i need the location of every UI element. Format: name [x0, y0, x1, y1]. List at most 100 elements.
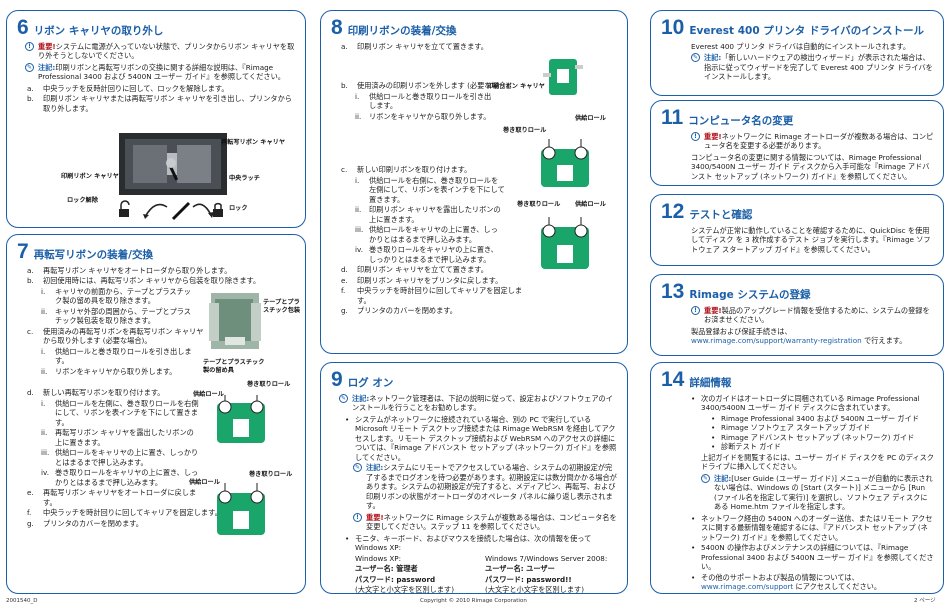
step-g: g.プリンタのカバーを閉めます。 [341, 306, 457, 316]
section-number: 6 [17, 16, 29, 39]
note-icon: ✎ [339, 393, 348, 403]
lock-unlock-illustration [119, 200, 223, 221]
note-icon: ✎ [25, 62, 34, 72]
note-icon: ✎ [691, 53, 700, 63]
step-c: c.使用済みの再転写リボンを再転写リボン キャリヤから取り外します (必要な場合… [27, 326, 204, 346]
section-number: 14 [661, 368, 685, 391]
label-supply: 供給ロール [575, 115, 606, 122]
print-carrier-rolls-illustration-2 [541, 217, 589, 269]
warranty-link[interactable]: www.rimage.com/support/warranty-registra… [691, 336, 862, 346]
carrier-rolls-illustration-2 [217, 483, 265, 535]
page-number: 2 ページ [914, 598, 936, 604]
step-b-ii: ii.リボンをキャリヤから取り外します。 [355, 111, 491, 121]
step-f: f.中央ラッチを時計回りに回してキャリアを固定します。 [27, 508, 222, 518]
guide-item: •診断テスト ガイド [711, 442, 781, 452]
section-title: ログ オン [347, 377, 394, 389]
copyright: Copyright © 2010 Rimage Corporation [420, 598, 527, 604]
section-title: 詳細情報 [689, 377, 732, 389]
printer-carrier-illustration [119, 133, 227, 195]
step-a: a.印刷リボン キャリヤを立てて置きます。 [341, 41, 488, 51]
step-b-i: i.供給ロールと巻き取りロールを引き出します。 [355, 91, 492, 111]
section-9: 9 ログ オン ✎ 注記:ネットワーク管理者は、下記の説明に従って、設定およびソ… [320, 362, 628, 594]
section-title: 印刷リボンの装着/交換 [347, 25, 457, 37]
print-carrier-rolls-illustration [541, 139, 589, 187]
section-number: 12 [661, 200, 685, 223]
info-note: ✎ 注記:[User Guide (ユーザー ガイド)] メニューが自動的に表示… [701, 473, 933, 512]
important-note: ! 重要!システムに電源が入っていない状態で、プリンタからリボン キャリヤを取り… [25, 41, 296, 61]
info-note: ✎ 注記:印刷リボンと再転写リボンの交換に関する詳細な説明は、『Rimage P… [25, 62, 285, 82]
section-title: Rimage システムの登録 [689, 289, 811, 301]
info-note: ✎ 注記:ネットワーク管理者は、下記の説明に従って、設定およびソフトウェアのイン… [339, 393, 613, 413]
section-title: リボン キャリヤの取り外し [33, 25, 164, 37]
section-11: 11 コンピュータ名の変更 ! 重要!ネットワークに Rimage オートローダ… [650, 100, 944, 186]
step-c-iv: iv.巻き取りロールをキャリヤの上に置き、しっかりとはまるまで押し込みます。 [355, 245, 498, 264]
doc-number: 2001540_D [6, 598, 38, 604]
info-note-2: ✎ 注記:システムにリモートでアクセスしている場合、システムの初期設定が完了する… [353, 463, 617, 511]
section-10: 10 Everest 400 プリンタ ドライバのインストール Everest … [650, 10, 944, 96]
step-b: b.初回使用時には、再転写リボン キャリヤから包装を取り除きます。 [27, 276, 261, 286]
bullet-support: •その他のサポートおよび製品の情報については、www.rimage.com/su… [691, 572, 882, 592]
step-e: e.再転写リボン キャリヤをオートローダに戻します。 [27, 488, 197, 507]
section-title: コンピュータ名の変更 [688, 115, 794, 127]
support-link[interactable]: www.rimage.com/support [701, 582, 794, 592]
section-title: 再転写リボンの装着/交換 [33, 249, 154, 261]
section-number: 10 [661, 16, 685, 39]
step-d-iii: iii.供給ロールをキャリヤの上に置き、しっかりとはまるまで押し込みます。 [41, 448, 199, 467]
warning-icon: ! [691, 131, 700, 141]
label-tape-wrap: テープとプラスチック包装 [263, 299, 301, 315]
section-title: Everest 400 プリンタ ドライバのインストール [689, 25, 925, 37]
step-a: a.中央ラッチを反時計回りに回して、ロックを解除します。 [27, 83, 229, 93]
bullet-guides: •次のガイドはオートローダに同梱されている Rimage Professiona… [691, 393, 920, 413]
important-note: ! 重要!ネットワークに Rimage オートローダが複数ある場合は、コンピュー… [691, 131, 934, 151]
label-takeup-2: 巻き取りロール [517, 201, 561, 208]
section-number: 9 [331, 368, 343, 391]
guide-item: •Rimage アドバンスト セットアップ (ネットワーク) ガイド [711, 432, 915, 442]
label-takeup-2: 巻き取りロール [249, 471, 293, 478]
step-e: e.印刷リボン キャリヤをプリンタに戻します。 [341, 275, 503, 285]
warning-icon: ! [25, 41, 34, 51]
label-supply-2: 供給ロール [189, 479, 220, 486]
step-d-i: i.供給ロールを左側に、巻き取りロールを右側にして、リボンを表インチを下にして置… [41, 398, 199, 427]
label-takeup: 巻き取りロール [247, 381, 291, 388]
label-print-carrier: 印刷リボン キャリヤ [487, 83, 545, 90]
section-number: 7 [17, 240, 29, 263]
step-c-i: i.供給ロールと巻き取りロールを引き出します。 [41, 346, 192, 366]
label-takeup: 巻き取りロール [503, 127, 547, 134]
section-number: 13 [661, 280, 685, 303]
bullet-maintenance: •5400N の操作およびメンテナンスの詳細については、『Rimage Prof… [691, 543, 934, 572]
step-c-i: i.供給ロールを右側に、巻き取りロールを左側にして、リボンを表インチを下にして置… [355, 175, 505, 204]
section-14: 14 詳細情報 •次のガイドはオートローダに同梱されている Rimage Pro… [650, 362, 944, 594]
warning-icon: ! [691, 305, 700, 315]
section-title: テストと確認 [689, 209, 753, 221]
carrier-rolls-illustration [217, 395, 265, 443]
section-7: 7 再転写リボンの装着/交換 a.再転写リボン キャリヤをオートローダから取り外… [6, 234, 306, 594]
step-b: b.印刷リボン キャリヤまたは再転写リボン キャリヤを引き出し、プリンタから取り… [27, 94, 292, 113]
step-b: b.使用済みの印刷リボンを外します (必要な場合)。 [341, 81, 516, 91]
bullet-network: •ネットワーク経由の 5400N へのオーダー送信、またはリモート アクセスに関… [691, 513, 933, 542]
label-supply: 供給ロール [193, 391, 224, 398]
retransfer-carrier-illustration [209, 293, 261, 349]
important-note: ! 重要!製品のアップグレード情報を受信するために、システムの登録をお済ませくだ… [691, 305, 934, 325]
label-print-carrier: 印刷リボン キャリヤ [61, 173, 119, 180]
guide-item: •Rimage Professional 3400 および 5400N ユーザー… [711, 413, 919, 423]
step-d: d.新しい再転写リボンを取り付けます。 [27, 388, 165, 398]
login-table: Windows XP: Windows 7/Windows Server 200… [355, 553, 608, 594]
note-icon: ✎ [353, 463, 362, 473]
step-d: d.印刷リボン キャリヤを立てて置きます。 [341, 265, 488, 275]
step-d-iv: iv.巻き取りロールをキャリヤの上に置き、しっかりとはまるまで押し込みます。 [41, 468, 199, 487]
step-c-ii: ii.リボンをキャリヤから取り外します。 [41, 366, 177, 376]
step-f: f.中央ラッチを時計回りに回してキャリアを固定します。 [341, 286, 523, 305]
note-icon: ✎ [701, 473, 710, 483]
section-number: 11 [661, 106, 684, 129]
step-c-iii: iii.供給ロールをキャリヤの上に置き、しっかりとはまるまで押し込みます。 [355, 225, 498, 244]
section-12: 12 テストと確認 システムが正常に動作していることを確認するために、Quick… [650, 194, 944, 266]
step-c-ii: ii.印刷リボン キャリヤを露出したリボンの上に置きます。 [355, 205, 501, 224]
important-note: ! 重要!ネットワークに Rimage システムが複数ある場合は、コンピュータ名… [353, 512, 618, 532]
section-6: 6 リボン キャリヤの取り外し ! 重要!システムに電源が入っていない状態で、プ… [6, 10, 306, 228]
label-center-latch: 中央ラッチ [229, 175, 260, 182]
section-number: 8 [331, 16, 343, 39]
label-supply-2: 供給ロール [575, 201, 606, 208]
section-13: 13 Rimage システムの登録 ! 重要!製品のアップグレード情報を受信する… [650, 274, 944, 356]
step-c: c.新しい印刷リボンを取り付けます。 [341, 165, 472, 175]
step-a: a.再転写リボン キャリヤをオートローダから取り外します。 [27, 265, 232, 275]
